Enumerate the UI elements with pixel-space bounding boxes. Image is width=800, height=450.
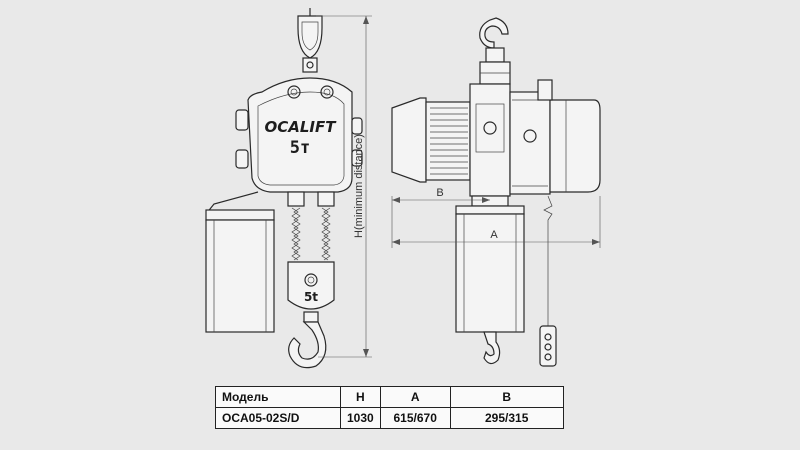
cell-model: OCA05-02S/D [215,407,341,429]
cell-b: 295/315 [449,407,564,429]
brand-label: OCALIFT [265,118,338,136]
bottom-hook-block: 5t [287,261,335,369]
side-view: B A [391,17,601,367]
gearbox-frame [469,83,551,197]
capacity-label: 5т [290,138,310,158]
bottom-hook-icon [288,321,327,369]
chain-bag-side [455,195,525,365]
cell-h: 1030 [340,407,381,429]
a-dimension-label: A [490,229,498,241]
load-chain [287,191,335,261]
top-hook-icon [297,8,323,73]
control-box [537,79,601,193]
h-dimension-label: H(minimum distance) [353,134,365,238]
motor-body [391,97,471,183]
b-dimension-label: B [436,187,443,199]
cooling-fins [430,107,468,175]
table-row: OCA05-02S/D 1030 615/670 295/315 [215,407,564,429]
b-dimension: B [391,187,490,248]
h-dimension: H(minimum distance) [316,15,372,358]
front-view: OCALIFT 5т 5t [205,8,372,369]
header-model: Модель [215,386,341,408]
hook-capacity-label: 5t [304,290,318,304]
header-b: B [449,386,564,408]
spec-table: Модель H A B OCA05-02S/D 1030 615/670 29… [215,386,564,429]
spec-table-header-row: Модель H A B [215,386,564,408]
side-bottom-hook-icon [483,331,501,365]
chain-bag-front [205,191,275,333]
hoist-housing: OCALIFT 5т [235,77,363,193]
pendant-control [539,195,557,367]
header-h: H [340,386,381,408]
a-dimension: A [392,196,601,248]
cell-a: 615/670 [379,407,451,429]
side-top-hook-icon [479,17,511,85]
header-a: A [379,386,451,408]
